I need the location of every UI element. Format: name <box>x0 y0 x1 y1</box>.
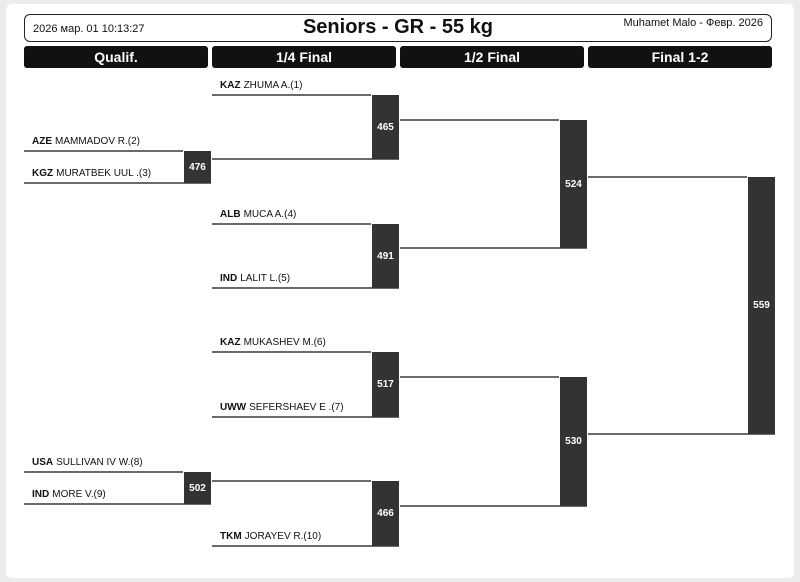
bout-box: 476 <box>184 151 211 183</box>
bout-box: 559 <box>748 177 775 434</box>
round-header-final: Final 1-2 <box>588 46 772 68</box>
bracket-title: Seniors - GR - 55 kg <box>302 16 494 38</box>
bout-box: 502 <box>184 472 211 504</box>
bracket-header: 2026 мар. 01 10:13:27 Seniors - GR - 55 … <box>24 14 772 42</box>
bout-box: 524 <box>560 120 587 248</box>
bracket-sheet <box>6 4 794 578</box>
bout-box: 466 <box>372 481 399 546</box>
bout-box: 491 <box>372 224 399 288</box>
round-header-semifinal: 1/2 Final <box>400 46 584 68</box>
bout-box: 517 <box>372 352 399 417</box>
bout-box: 530 <box>560 377 587 506</box>
tournament-info: Muhamet Malo - Февр. 2026 <box>623 17 763 29</box>
round-header-qualification: Qualif. <box>24 46 208 68</box>
round-header-quarterfinal: 1/4 Final <box>212 46 396 68</box>
bout-box: 465 <box>372 95 399 159</box>
print-datetime: 2026 мар. 01 10:13:27 <box>33 23 145 35</box>
